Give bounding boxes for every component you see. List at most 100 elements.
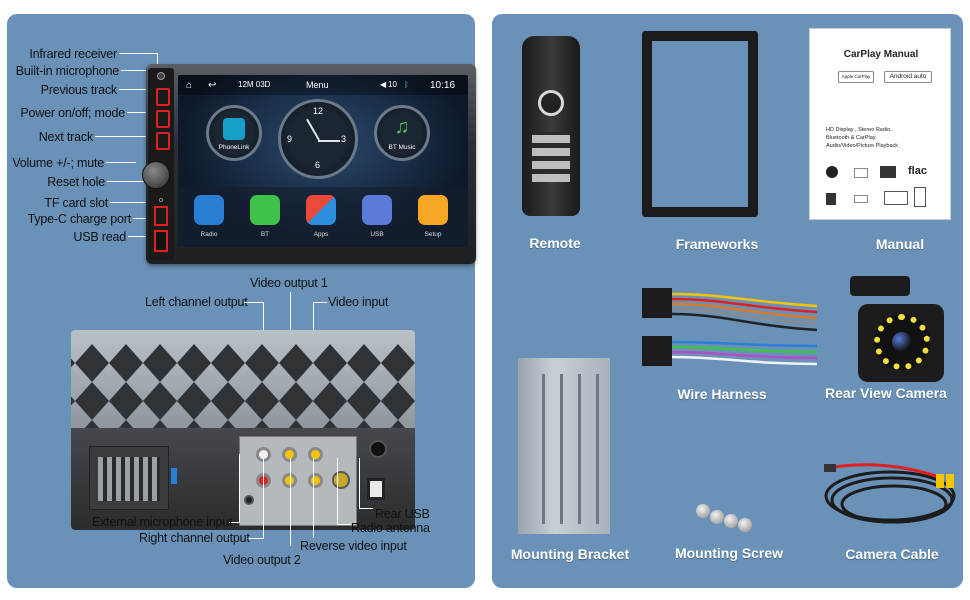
camera-mount <box>850 276 910 296</box>
clock-minute-hand <box>318 140 340 142</box>
phonelink-widget[interactable]: PhoneLink <box>206 105 262 161</box>
item-label-remote: Remote <box>529 235 581 251</box>
head-unit-screen: ⌂ ↩ 12M 03D Menu ◀ 10 ᛒ 10:16 PhoneLink … <box>178 75 468 247</box>
callout-usb-read: USB read <box>73 230 126 244</box>
setup-app-icon[interactable] <box>418 195 448 225</box>
rear-panel <box>71 428 415 530</box>
callout-power-mode: Power on/off; mode <box>20 106 125 120</box>
callout-reset-hole: Reset hole <box>47 175 105 189</box>
tf-card-slot[interactable] <box>154 206 168 226</box>
item-label-wire-harness: Wire Harness <box>677 386 767 402</box>
heat-sink-pattern <box>71 344 415 430</box>
external-mic-jack[interactable] <box>244 495 254 505</box>
callout-left-channel-output: Left channel output <box>145 295 248 309</box>
music-note-icon: ♫ <box>394 116 410 138</box>
head-unit-front: ⌂ ↩ 12M 03D Menu ◀ 10 ᛒ 10:16 PhoneLink … <box>142 64 476 264</box>
callout-video-output-1: Video output 1 <box>250 276 328 290</box>
callout-line <box>313 458 314 538</box>
callout-line <box>95 136 147 137</box>
clock-number: 12 <box>312 106 323 116</box>
item-label-mounting-screw: Mounting Screw <box>674 545 784 561</box>
reverse-video-rca[interactable] <box>308 473 323 488</box>
head-unit-rear <box>71 330 415 530</box>
screw-icon <box>710 510 724 524</box>
heat-sink <box>71 330 415 430</box>
mounting-bracket-image <box>518 358 610 534</box>
callout-line <box>127 112 147 113</box>
callout-line <box>239 454 240 522</box>
callout-line <box>110 202 147 203</box>
item-label-camera-cable: Camera Cable <box>845 546 939 562</box>
android-auto-badge: Android auto <box>884 71 932 83</box>
analog-clock: 12 3 6 9 <box>278 99 358 179</box>
manual-feature-line: HD Display , Stereo Radio, <box>826 127 892 133</box>
video-output-2-rca[interactable] <box>282 473 297 488</box>
power-mode-button[interactable] <box>156 110 170 128</box>
remote-keypad <box>532 132 570 182</box>
clock-number: 6 <box>315 160 321 170</box>
previous-track-button[interactable] <box>156 88 170 106</box>
phonelink-label: PhoneLink <box>218 144 250 151</box>
callout-volume-mute: Volume +/-; mute <box>12 156 104 170</box>
callout-type-c-port: Type-C charge port <box>27 212 132 226</box>
screw-icon <box>696 504 710 518</box>
product-front-rear-panel: Infrared receiver Built-in microphone Pr… <box>7 14 476 588</box>
callout-line <box>290 458 291 546</box>
callout-line <box>247 538 264 539</box>
bt-music-widget[interactable]: ♫ BT Music <box>374 105 430 161</box>
callout-right-channel-output: Right channel output <box>139 531 250 545</box>
callout-line <box>229 522 240 523</box>
callout-line <box>133 218 147 219</box>
volume-icon: ◀ <box>380 80 387 89</box>
clock-number: 9 <box>287 134 293 144</box>
av-connector-plate <box>239 436 357 526</box>
callout-infrared-receiver: Infrared receiver <box>29 47 117 61</box>
ground-post <box>369 440 387 458</box>
manual-feature-line: Audio/Video/Picture Playback <box>826 143 899 149</box>
video-input-rca[interactable] <box>308 447 323 462</box>
home-icon[interactable]: ⌂ <box>186 80 193 91</box>
usb-port[interactable] <box>154 230 168 252</box>
apps-app-icon[interactable] <box>306 195 336 225</box>
next-track-button[interactable] <box>156 132 170 150</box>
wire-harness-image <box>642 288 818 366</box>
bluetooth-icon <box>826 166 838 178</box>
radio-app-icon[interactable] <box>194 195 224 225</box>
iso-connector[interactable] <box>89 446 169 510</box>
framework-image <box>642 31 758 217</box>
callout-line <box>119 89 147 90</box>
callout-previous-track: Previous track <box>40 83 118 97</box>
infrared-receiver-icon <box>157 72 165 80</box>
camera-lens <box>892 332 912 352</box>
usb-app-icon[interactable] <box>362 195 392 225</box>
radio-antenna-jack[interactable] <box>332 471 350 489</box>
video-output-1-rca[interactable] <box>282 447 297 462</box>
bt-phone-app-icon[interactable] <box>250 195 280 225</box>
callout-line <box>157 53 158 67</box>
item-label-rear-view-camera: Rear View Camera <box>825 385 947 401</box>
callout-line <box>263 458 264 538</box>
reset-hole[interactable] <box>159 198 163 202</box>
callout-next-track: Next track <box>38 130 93 144</box>
screw-icon <box>738 518 752 532</box>
app-label-radio: Radio <box>200 231 218 238</box>
callout-line <box>128 236 147 237</box>
volume-knob[interactable] <box>142 161 170 189</box>
callout-external-mic-input: External microphone input <box>92 515 233 529</box>
fuse <box>171 468 177 484</box>
rear-usb-port[interactable] <box>367 478 385 500</box>
remote-dpad <box>538 90 564 116</box>
app-label-setup: Setup <box>424 231 442 238</box>
callout-line <box>313 302 327 303</box>
callout-video-output-2: Video output 2 <box>223 553 301 567</box>
screw-icon <box>724 514 738 528</box>
status-date: 12M 03D <box>238 80 271 89</box>
camera-cable-image <box>824 463 956 524</box>
radio-icon <box>880 166 896 178</box>
back-icon[interactable]: ↩ <box>208 80 217 91</box>
status-bar: ⌂ ↩ 12M 03D Menu ◀ 10 ᛒ 10:16 <box>178 75 468 95</box>
callout-line <box>244 302 264 303</box>
rear-view-camera-image <box>858 304 944 382</box>
callout-line <box>106 162 136 163</box>
callout-video-input: Video input <box>328 295 389 309</box>
